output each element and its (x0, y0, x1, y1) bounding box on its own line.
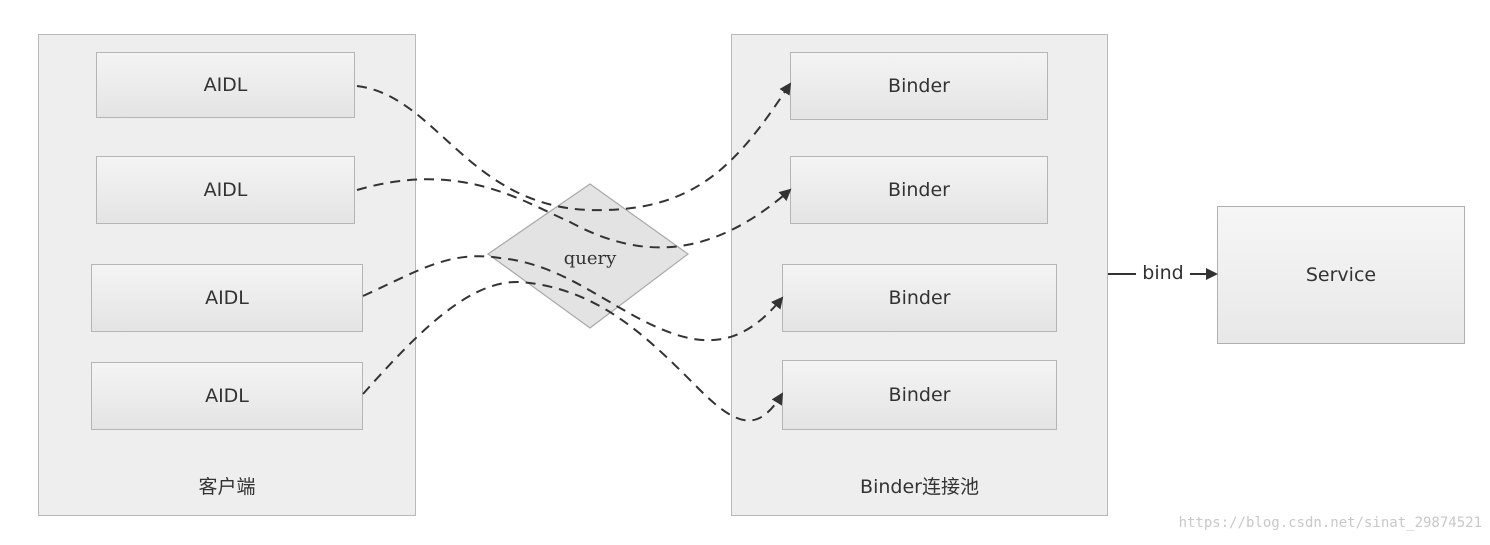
binder-box-2: Binder (790, 156, 1048, 224)
aidl-box-4: AIDL (91, 362, 363, 430)
aidl-box-2: AIDL (96, 156, 355, 224)
aidl-box-3: AIDL (91, 264, 363, 332)
connector-aidl3-binder3 (362, 255, 784, 342)
watermark: https://blog.csdn.net/sinat_29874521 (1178, 515, 1482, 531)
aidl-box-1: AIDL (96, 52, 355, 118)
binder-box-1: Binder (790, 52, 1048, 120)
service-box: Service (1217, 206, 1465, 344)
bind-label: bind (1136, 262, 1190, 284)
query-diamond (486, 183, 690, 329)
connector-aidl2-binder2 (356, 178, 792, 249)
binder-pool-label: Binder连接池 (860, 476, 979, 498)
connector-aidl4-binder4 (362, 280, 784, 422)
binder-box-4: Binder (782, 360, 1057, 430)
connector-aidl1-binder2 (356, 82, 792, 212)
client-label: 客户端 (198, 476, 256, 498)
query-label: query (563, 248, 617, 269)
